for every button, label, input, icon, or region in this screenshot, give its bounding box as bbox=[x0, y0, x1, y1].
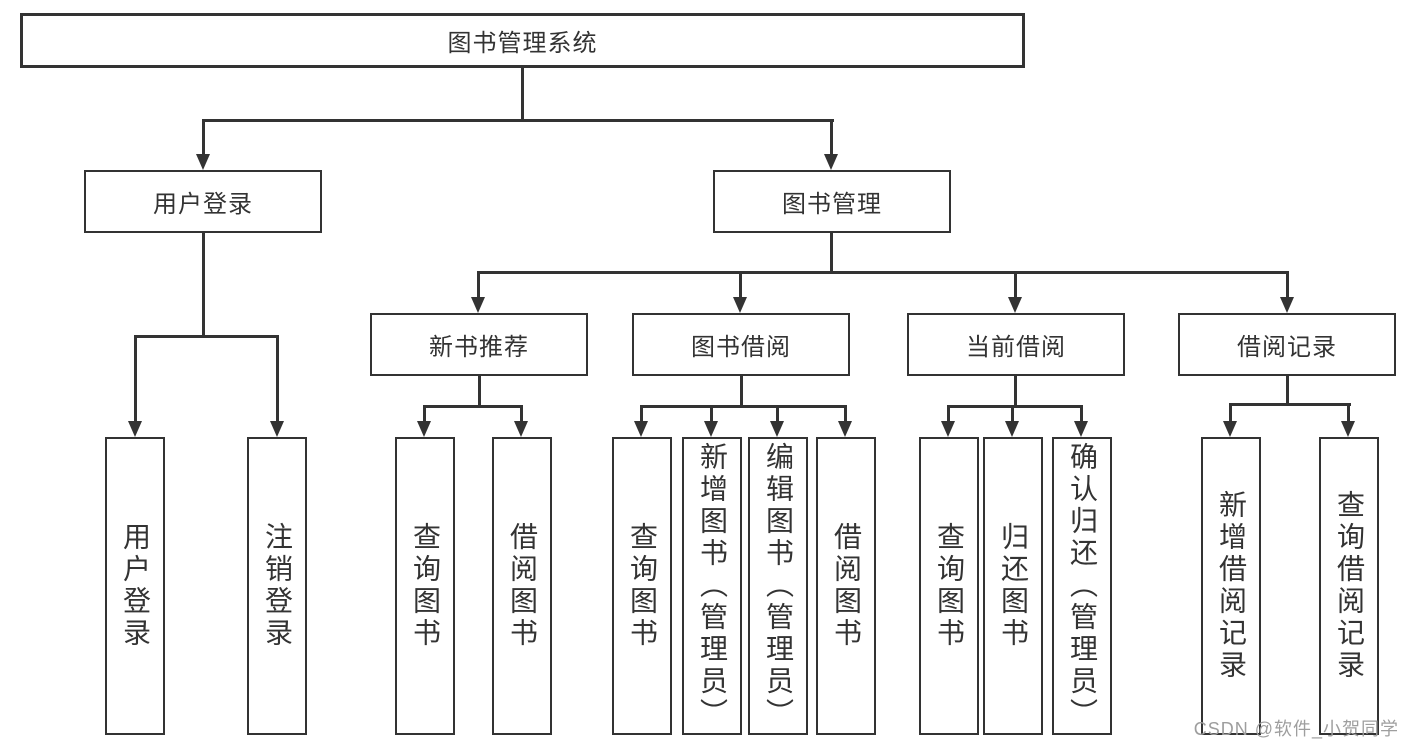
node-user-login: 用户登录 bbox=[84, 170, 322, 233]
connector-arrow-down bbox=[270, 421, 284, 437]
leaf-current-query-books: 查询图书 bbox=[919, 437, 979, 735]
connector-line bbox=[1229, 403, 1232, 423]
connector-line bbox=[844, 405, 847, 423]
leaf-logout-login: 注销登录 bbox=[247, 437, 307, 735]
connector-line bbox=[202, 233, 205, 337]
node-new-book-recommendation: 新书推荐 bbox=[370, 313, 588, 376]
connector-arrow-down bbox=[838, 421, 852, 437]
connector-line bbox=[134, 335, 279, 338]
connector-line bbox=[520, 405, 523, 423]
connector-line bbox=[477, 271, 1289, 274]
connector-line bbox=[1080, 405, 1083, 423]
connector-arrow-down bbox=[1074, 421, 1088, 437]
connector-line bbox=[202, 119, 205, 156]
connector-arrow-down bbox=[196, 154, 210, 170]
connector-line bbox=[830, 233, 833, 274]
connector-line bbox=[1011, 405, 1014, 423]
connector-arrow-down bbox=[770, 421, 784, 437]
connector-arrow-down bbox=[733, 297, 747, 313]
connector-line bbox=[1347, 403, 1350, 423]
connector-line bbox=[478, 376, 481, 408]
leaf-borrowing-edit-books-admin: 编辑图书（管理员） bbox=[748, 437, 808, 735]
leaf-records-add-borrow-record: 新增借阅记录 bbox=[1201, 437, 1261, 735]
connector-line bbox=[1286, 376, 1289, 406]
connector-arrow-down bbox=[1008, 297, 1022, 313]
connector-arrow-down bbox=[1005, 421, 1019, 437]
connector-line bbox=[947, 405, 950, 423]
leaf-user-login: 用户登录 bbox=[105, 437, 165, 735]
connector-line bbox=[477, 271, 480, 299]
leaf-records-query-borrow-record: 查询借阅记录 bbox=[1319, 437, 1379, 735]
connector-arrow-down bbox=[941, 421, 955, 437]
connector-line bbox=[830, 119, 833, 156]
leaf-recommend-query-books: 查询图书 bbox=[395, 437, 455, 735]
connector-line bbox=[423, 405, 426, 423]
connector-line bbox=[710, 405, 713, 423]
connector-line bbox=[1286, 271, 1289, 299]
node-current-borrowing: 当前借阅 bbox=[907, 313, 1125, 376]
leaf-borrowing-add-books-admin: 新增图书（管理员） bbox=[682, 437, 742, 735]
connector-line bbox=[276, 335, 279, 423]
connector-arrow-down bbox=[417, 421, 431, 437]
connector-line bbox=[202, 119, 834, 122]
connector-line bbox=[640, 405, 643, 423]
connector-arrow-down bbox=[471, 297, 485, 313]
connector-arrow-down bbox=[514, 421, 528, 437]
connector-line bbox=[739, 271, 742, 299]
connector-line bbox=[423, 405, 523, 408]
connector-line bbox=[947, 405, 1083, 408]
connector-line bbox=[776, 405, 779, 423]
node-borrowing-records: 借阅记录 bbox=[1178, 313, 1396, 376]
leaf-current-confirm-return-admin: 确认归还（管理员） bbox=[1052, 437, 1112, 735]
connector-line bbox=[134, 335, 137, 423]
connector-line bbox=[1229, 403, 1351, 406]
node-book-management: 图书管理 bbox=[713, 170, 951, 233]
csdn-watermark: CSDN @软件_小贺同学 bbox=[1193, 719, 1399, 739]
leaf-borrowing-borrow-books: 借阅图书 bbox=[816, 437, 876, 735]
connector-line bbox=[740, 376, 743, 408]
connector-arrow-down bbox=[824, 154, 838, 170]
leaf-current-return-books: 归还图书 bbox=[983, 437, 1043, 735]
connector-line bbox=[521, 68, 524, 122]
leaf-borrowing-query-books: 查询图书 bbox=[612, 437, 672, 735]
connector-arrow-down bbox=[128, 421, 142, 437]
connector-arrow-down bbox=[1341, 421, 1355, 437]
connector-line bbox=[1014, 271, 1017, 299]
connector-arrow-down bbox=[1223, 421, 1237, 437]
node-library-management-system: 图书管理系统 bbox=[20, 13, 1025, 68]
connector-arrow-down bbox=[1280, 297, 1294, 313]
connector-arrow-down bbox=[634, 421, 648, 437]
connector-line bbox=[640, 405, 847, 408]
leaf-recommend-borrow-books: 借阅图书 bbox=[492, 437, 552, 735]
connector-line bbox=[1014, 376, 1017, 408]
connector-arrow-down bbox=[704, 421, 718, 437]
node-book-borrowing: 图书借阅 bbox=[632, 313, 850, 376]
